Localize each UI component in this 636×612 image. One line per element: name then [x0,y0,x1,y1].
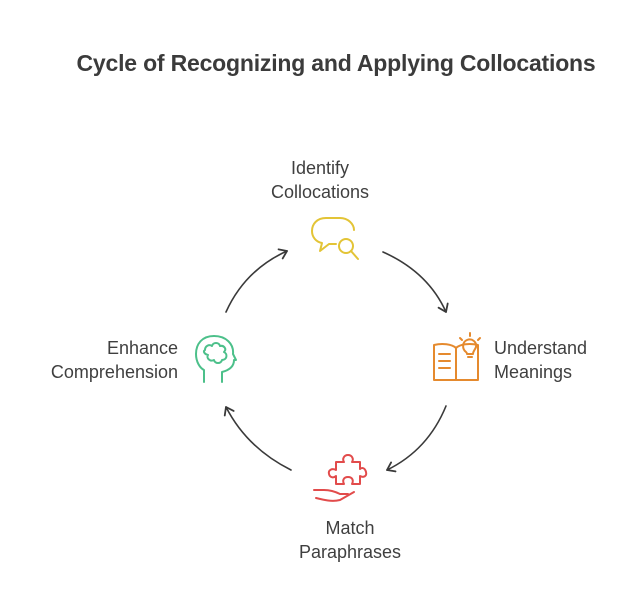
step-label-line2: Meanings [494,362,573,382]
step-label-line1: Understand [494,338,588,358]
diagram-title: Cycle of Recognizing and Applying Colloc… [76,50,596,76]
step-label-line2: Paraphrases [298,542,402,562]
step-label-line2: Comprehension [50,362,178,382]
hand-puzzle-icon [313,454,368,502]
step-label-line1: Enhance [106,338,178,358]
step-identify-collocations: Identify Collocations [236,156,404,204]
book-lightbulb-icon [433,332,481,381]
step-match-paraphrases: Match Paraphrases [266,516,434,564]
step-label-line1: Match [325,518,375,538]
step-understand-meanings: Understand Meanings [494,336,634,384]
arrow-match-to-enhance [223,406,292,471]
head-puzzle-icon [195,335,237,383]
arrow-enhance-to-identify [225,248,288,313]
step-label-line2: Collocations [270,182,370,202]
step-enhance-comprehension: Enhance Comprehension [20,336,178,384]
step-label-line1: Identify [290,158,350,178]
arrow-understand-to-match [386,405,447,473]
arrow-identify-to-understand [382,251,449,313]
speech-bubble-search-icon [311,217,359,260]
